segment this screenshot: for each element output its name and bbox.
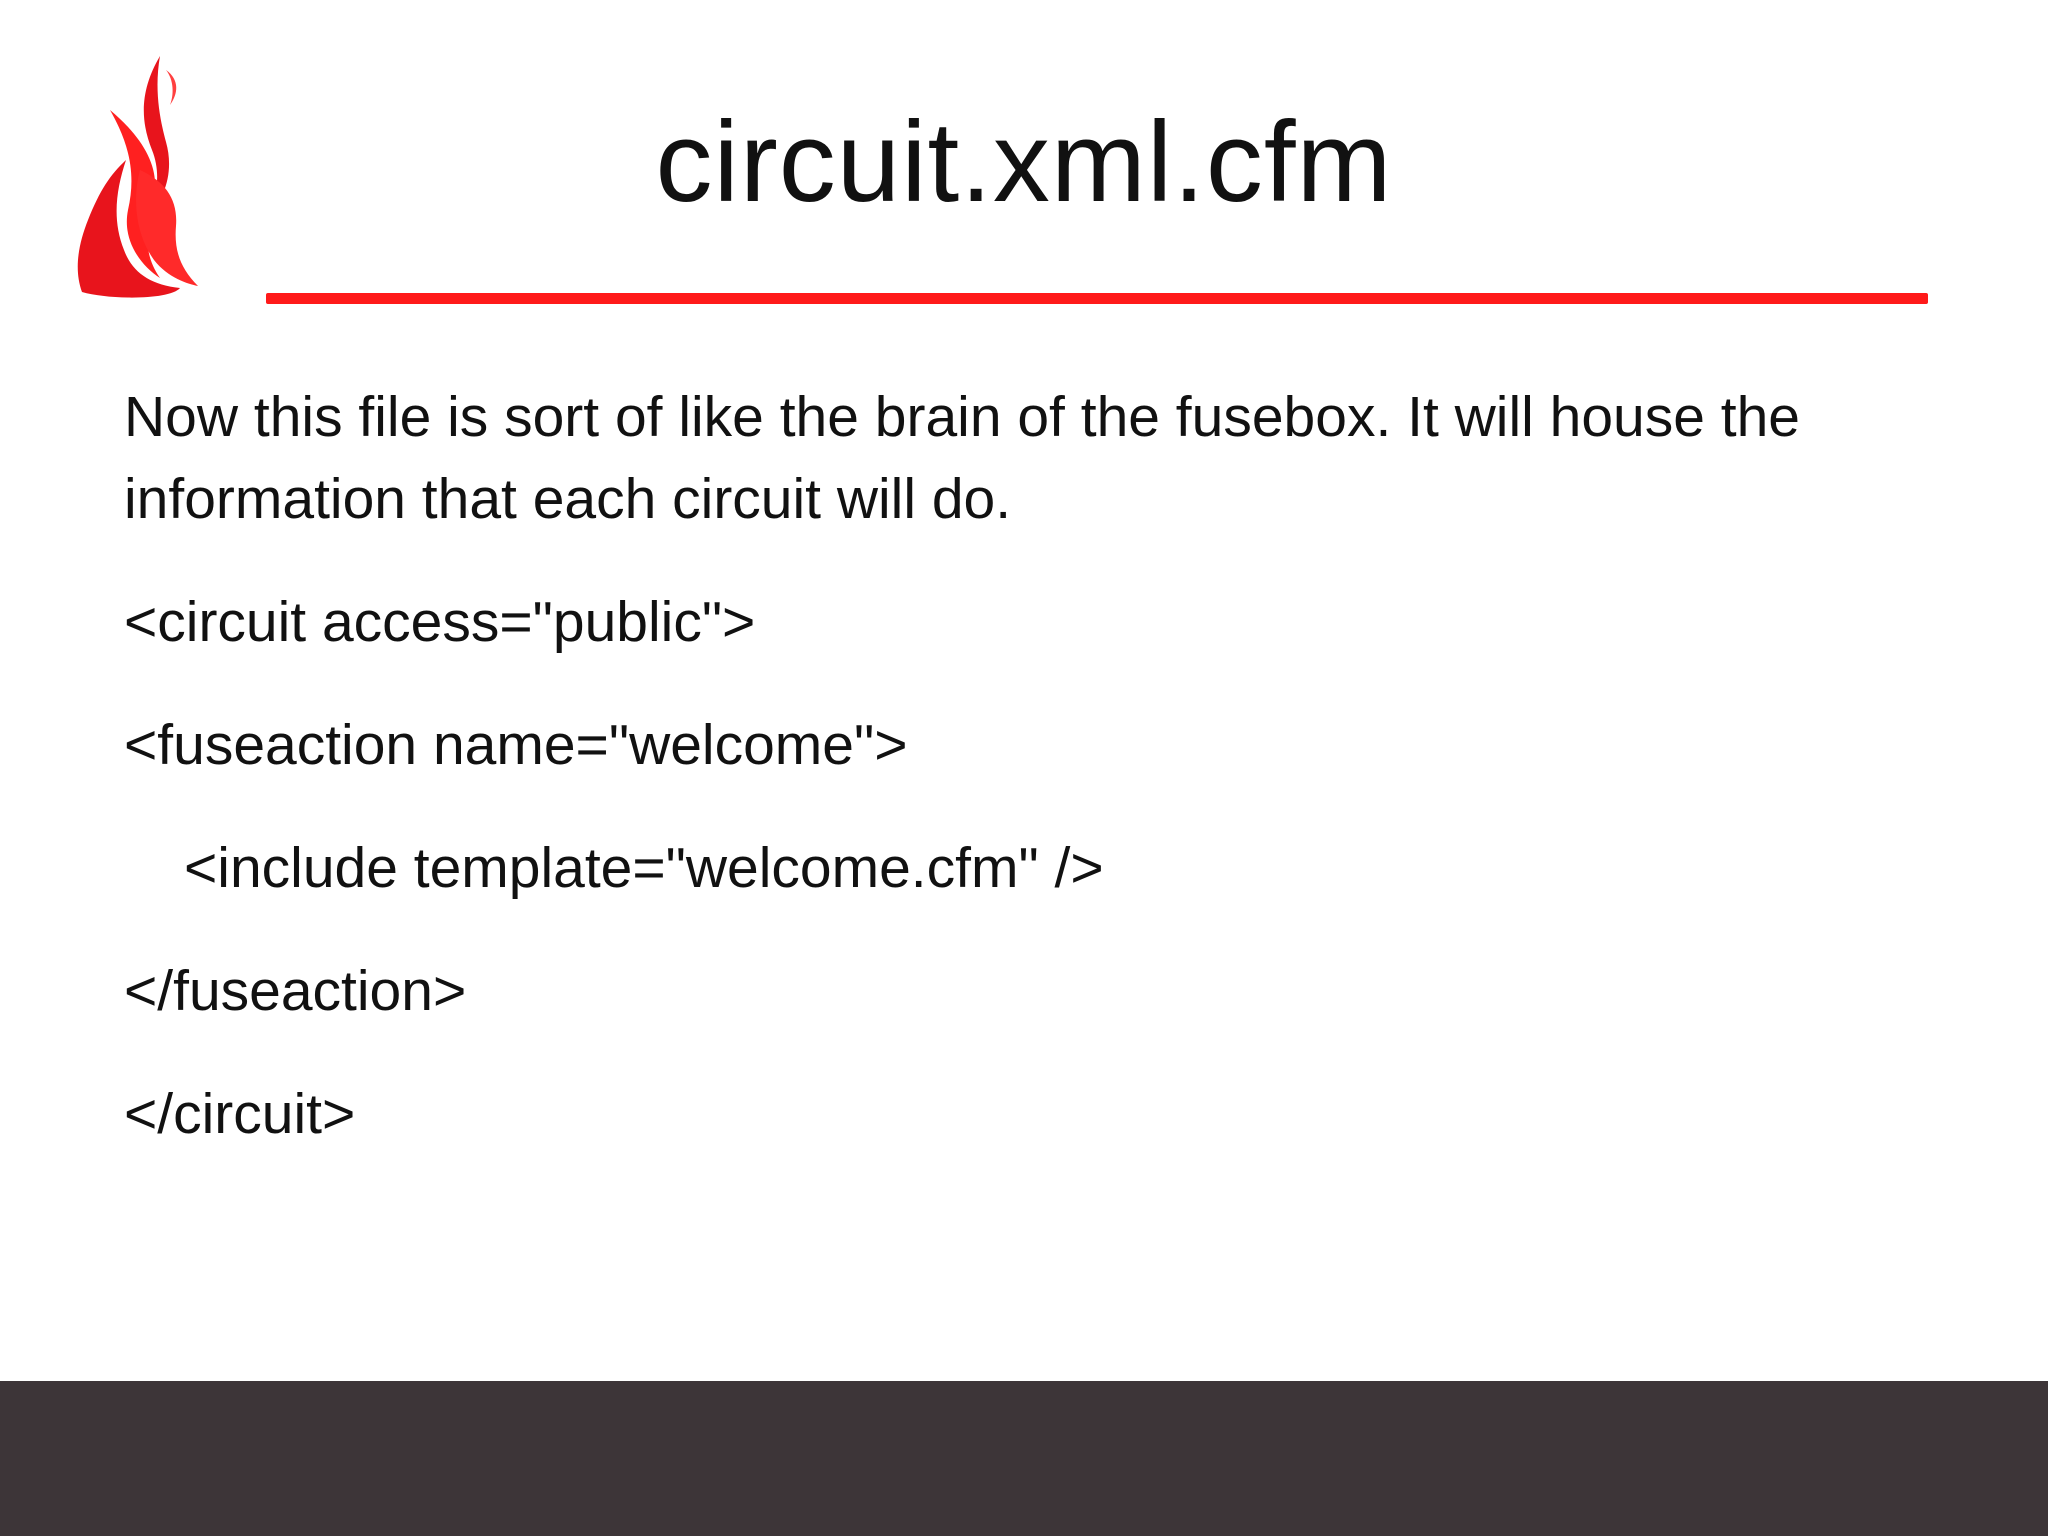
code-line-include: <include template="welcome.cfm" /> — [184, 836, 1104, 900]
title-divider — [266, 293, 1928, 304]
code-line-circuit-close: </circuit> — [124, 1082, 356, 1146]
code-line-fuseaction-open: <fuseaction name="welcome"> — [124, 713, 908, 777]
code-line-fuseaction-close: </fuseaction> — [124, 959, 467, 1023]
footer-bar — [0, 1381, 2048, 1536]
code-line-circuit-open: <circuit access="public"> — [124, 590, 756, 654]
slide-body: Now this file is sort of like the brain … — [124, 376, 1924, 1146]
flame-icon — [77, 56, 198, 298]
slide-title: circuit.xml.cfm — [655, 99, 1393, 226]
intro-paragraph: Now this file is sort of like the brain … — [124, 385, 1800, 531]
